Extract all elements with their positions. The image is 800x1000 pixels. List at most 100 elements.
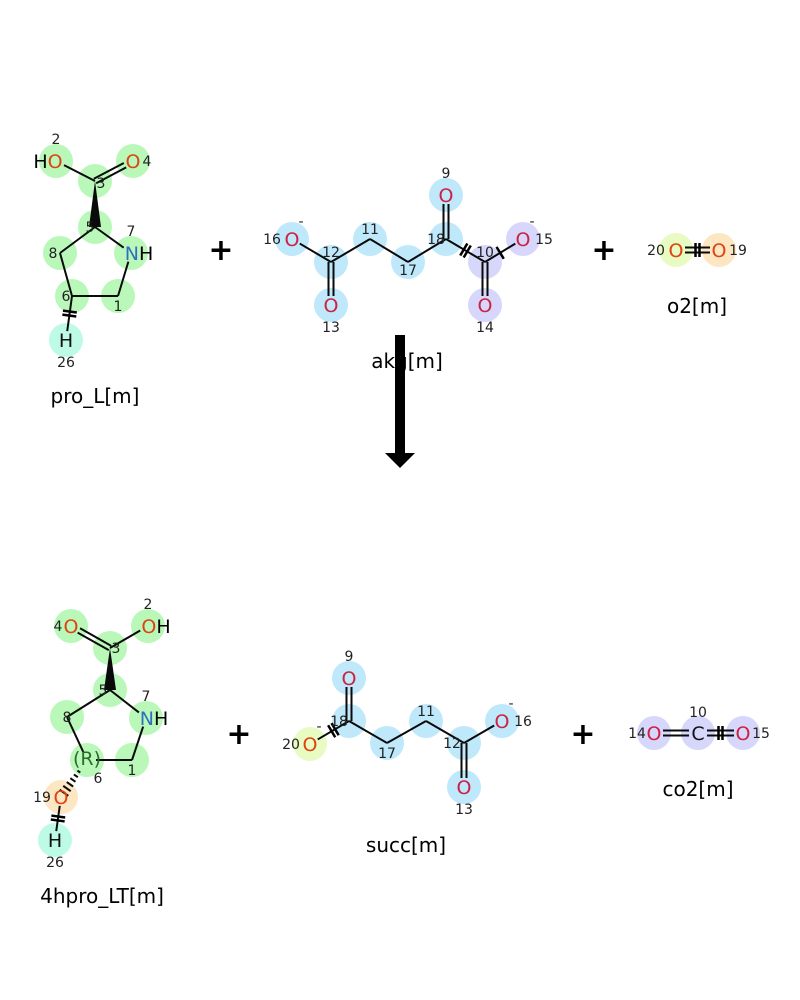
- atom-highlight: [38, 823, 72, 857]
- atom-index: 14: [476, 320, 494, 336]
- atom-index: 8: [49, 246, 58, 262]
- atom-highlight: [637, 716, 671, 750]
- atom-symbol: O: [495, 711, 510, 733]
- atom-index: 10: [689, 705, 707, 721]
- cut-bond-marker: [495, 246, 505, 260]
- atom-highlight: [429, 178, 463, 212]
- atom-highlight: [44, 780, 78, 814]
- bond: [109, 689, 140, 714]
- atom-highlights: [659, 233, 736, 267]
- atom-index: 1: [114, 299, 123, 315]
- plus-sign: +: [591, 233, 616, 268]
- atom-symbol: O: [324, 295, 339, 317]
- atom-index: 15: [752, 726, 770, 742]
- bond: [94, 226, 125, 249]
- bond: [62, 785, 72, 792]
- atom-symbol: O: [736, 723, 751, 745]
- charge-label: -: [508, 696, 513, 712]
- atom-symbol: O: [669, 240, 684, 262]
- atom-index: 5: [86, 220, 95, 236]
- atom-index: 18: [427, 232, 445, 248]
- atom-highlights: [637, 716, 760, 750]
- reaction-arrow-icon: [385, 335, 415, 468]
- molecule-name: 4hpro_LT[m]: [40, 884, 164, 908]
- atom-highlights: [293, 661, 519, 804]
- atom-index: 20: [282, 737, 300, 753]
- atom-index: 19: [729, 243, 747, 259]
- bond: [117, 261, 130, 297]
- atom-index: 9: [442, 166, 451, 182]
- cut-bond-marker: [330, 722, 340, 736]
- bond: [77, 631, 110, 652]
- molecule-name: akg[m]: [371, 349, 443, 373]
- bond: [104, 648, 116, 690]
- atom-index: 15: [535, 232, 553, 248]
- atom-highlight: [726, 716, 760, 750]
- atom-symbol: (R): [73, 748, 101, 770]
- bond: [73, 773, 79, 779]
- atom-index: 11: [361, 222, 379, 238]
- atom-symbol: O: [342, 668, 357, 690]
- atom-symbol: O: [478, 295, 493, 317]
- atom-highlight: [485, 704, 519, 738]
- atom-symbol: O: [647, 723, 662, 745]
- atom-index: 6: [94, 771, 103, 787]
- atom-symbol: O: [439, 185, 454, 207]
- atom-index: 4: [143, 154, 152, 170]
- atom-index: 17: [399, 263, 417, 279]
- bond: [425, 720, 465, 744]
- atom-index: 7: [142, 689, 151, 705]
- bond: [66, 689, 111, 718]
- atom-highlight: [275, 222, 309, 256]
- bond: [76, 769, 81, 774]
- bond: [59, 226, 96, 254]
- atom-index: 7: [127, 224, 136, 240]
- bond: [69, 777, 77, 783]
- atom-symbol: NH: [140, 708, 169, 730]
- atom-highlight: [332, 661, 366, 695]
- atom-highlight: [681, 716, 715, 750]
- atom-symbol: O: [64, 616, 79, 638]
- bond: [369, 238, 409, 263]
- atom-highlight: [702, 233, 736, 267]
- cut-bond-marker: [50, 818, 65, 823]
- bond: [93, 162, 125, 180]
- atom-index: 1: [128, 763, 137, 779]
- atom-index: 17: [378, 746, 396, 762]
- atom-index: 10: [476, 245, 494, 261]
- cut-bond-marker: [327, 724, 337, 738]
- atom-symbol: O: [126, 151, 141, 173]
- atom-highlight: [447, 770, 481, 804]
- atom-highlights: [275, 178, 540, 322]
- bond: [463, 724, 495, 744]
- atom-index: 12: [443, 736, 461, 752]
- bond: [66, 295, 73, 332]
- atom-symbol: HO: [33, 151, 62, 173]
- plus-sign: +: [570, 717, 595, 752]
- atom-index: 3: [97, 176, 106, 192]
- bond: [299, 242, 332, 263]
- bond: [79, 627, 112, 647]
- bond: [348, 720, 388, 744]
- atom-index: 6: [62, 289, 71, 305]
- atom-index: 26: [46, 855, 64, 871]
- charge-label: -: [298, 214, 303, 230]
- atom-highlight: [314, 288, 348, 322]
- bond: [407, 238, 447, 263]
- cut-bond-marker: [459, 242, 469, 257]
- atom-highlight: [129, 701, 163, 735]
- atom-highlight: [506, 222, 540, 256]
- atom-highlight: [39, 144, 73, 178]
- bond: [89, 181, 101, 227]
- cut-bond-marker: [62, 313, 77, 318]
- atom-index: 16: [263, 232, 281, 248]
- atom-index: 8: [63, 710, 72, 726]
